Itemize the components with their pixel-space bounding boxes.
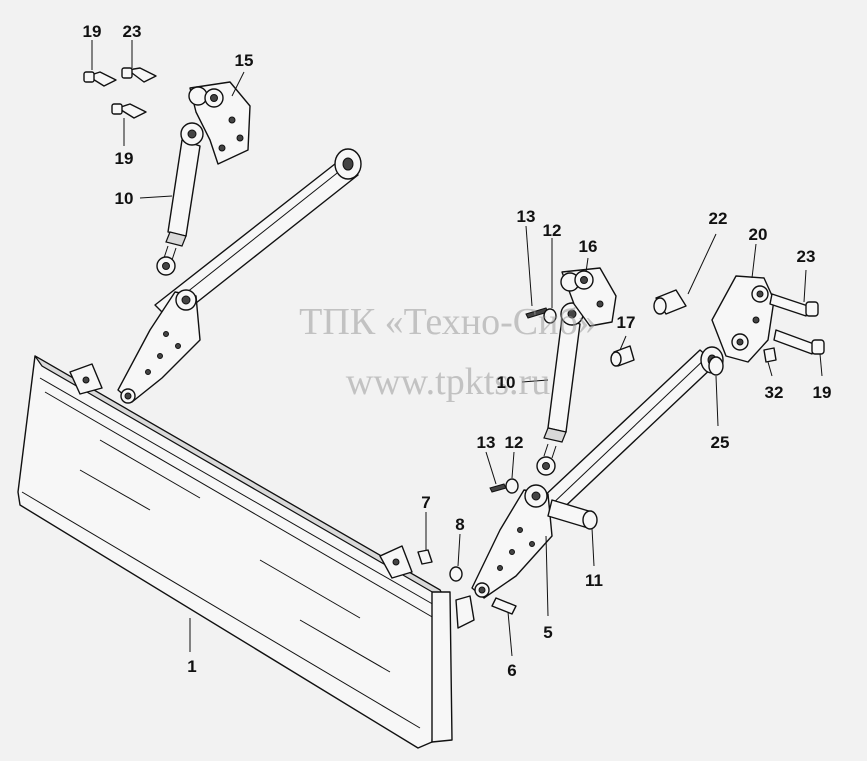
leader-lines (91, 40, 823, 657)
callout-25: 25 (711, 433, 730, 452)
callout-19: 19 (115, 149, 134, 168)
callout-13: 13 (477, 433, 496, 452)
callout-11: 11 (585, 571, 603, 590)
callout-19: 19 (813, 383, 832, 402)
callout-12: 12 (543, 221, 562, 240)
left-hydraulic-cylinder (156, 122, 204, 276)
dozer-blade (17, 355, 453, 749)
callout-17: 17 (617, 313, 636, 332)
callout-22: 22 (709, 209, 728, 228)
callout-7: 7 (421, 493, 430, 512)
right-mount-bracket (560, 267, 617, 327)
callout-20: 20 (749, 225, 768, 244)
callout-10: 10 (497, 373, 516, 392)
callout-32: 32 (765, 383, 784, 402)
callout-19: 19 (83, 22, 102, 41)
watermark-line2: www.tpkts.ru (346, 361, 550, 403)
watermark-line1: ТПК «Техно-Сиб» (299, 301, 597, 343)
left-push-arm (117, 148, 362, 404)
callout-10: 10 (115, 189, 134, 208)
callout-23: 23 (123, 22, 142, 41)
left-mount-bracket (188, 81, 251, 165)
left-bolts (83, 67, 157, 119)
callout-13: 13 (517, 207, 536, 226)
callout-23: 23 (797, 247, 816, 266)
callout-16: 16 (579, 237, 598, 256)
right-hardware (417, 289, 825, 629)
callout-5: 5 (543, 623, 552, 642)
callout-8: 8 (455, 515, 464, 534)
frame-bracket (711, 275, 775, 363)
callout-12: 12 (505, 433, 524, 452)
callout-15: 15 (235, 51, 254, 70)
right-push-arm (471, 346, 724, 599)
callout-6: 6 (507, 661, 516, 680)
callout-1: 1 (187, 657, 196, 676)
